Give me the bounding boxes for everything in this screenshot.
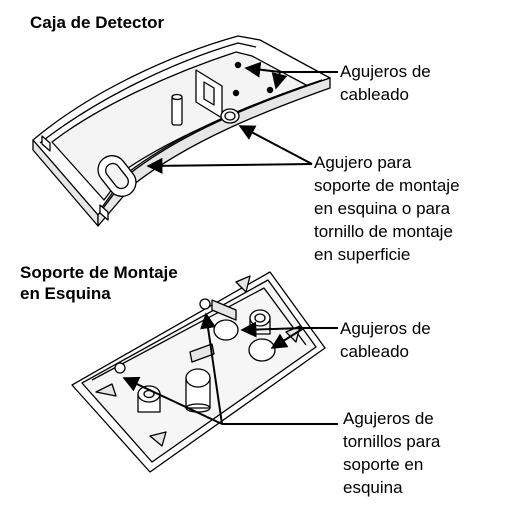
callout-wiring-holes-top: Agujeros de cableado bbox=[340, 60, 431, 106]
bracket-boss bbox=[185, 368, 211, 413]
detector-box-cavity bbox=[51, 51, 309, 201]
callout-line: Agujeros de bbox=[340, 62, 431, 81]
corner-fin bbox=[95, 383, 117, 397]
callout-line: cableado bbox=[340, 342, 410, 361]
callout-line: cableado bbox=[340, 85, 410, 104]
detector-box bbox=[32, 35, 331, 227]
callout-mount-hole: Agujero para soporte de montaje en esqui… bbox=[314, 151, 460, 266]
corner-fin bbox=[149, 431, 167, 447]
corner-fin bbox=[235, 275, 251, 293]
wiring-hole-dot bbox=[266, 86, 274, 94]
detector-box-post bbox=[171, 96, 183, 126]
callout-line: soporte en bbox=[343, 455, 424, 474]
bracket-wiring-hole bbox=[213, 319, 239, 341]
corner-bracket bbox=[71, 271, 326, 473]
corner-bracket-title: Soporte de Montaje en Esquina bbox=[20, 262, 178, 304]
callout-line: Agujero para bbox=[314, 153, 412, 172]
callout-screw-holes: Agujeros de tornillos para soporte en es… bbox=[343, 407, 440, 499]
callout-line: soporte de montaje bbox=[314, 176, 460, 195]
callout-line: tornillo de montaje bbox=[314, 222, 453, 241]
bracket-wiring-hole bbox=[248, 338, 276, 362]
callout-wiring-holes-bracket: Agujeros de cableado bbox=[340, 317, 431, 363]
callout-line: Agujeros de bbox=[340, 319, 431, 338]
corner-bracket-title-line-2: en Esquina bbox=[20, 284, 111, 303]
callout-line: esquina bbox=[343, 478, 403, 497]
callout-line: tornillos para bbox=[343, 432, 441, 451]
detector-box-right-wall bbox=[97, 77, 331, 227]
callout-line: en superficie bbox=[314, 245, 411, 264]
bracket-screw-hole bbox=[114, 362, 126, 374]
bracket-callout-lines bbox=[122, 312, 338, 425]
callout-line: en esquina o para bbox=[314, 199, 451, 218]
wiring-hole-dot bbox=[234, 61, 242, 69]
bracket-screw-hole bbox=[199, 298, 211, 310]
wiring-hole-dot bbox=[232, 89, 240, 97]
detector-box-callout-lines bbox=[146, 61, 338, 174]
bracket-boss bbox=[137, 385, 161, 413]
callout-line: Agujeros de bbox=[343, 409, 434, 428]
detector-box-title: Caja de Detector bbox=[30, 13, 165, 32]
corner-bracket-title-line-1: Soporte de Montaje bbox=[20, 263, 178, 282]
